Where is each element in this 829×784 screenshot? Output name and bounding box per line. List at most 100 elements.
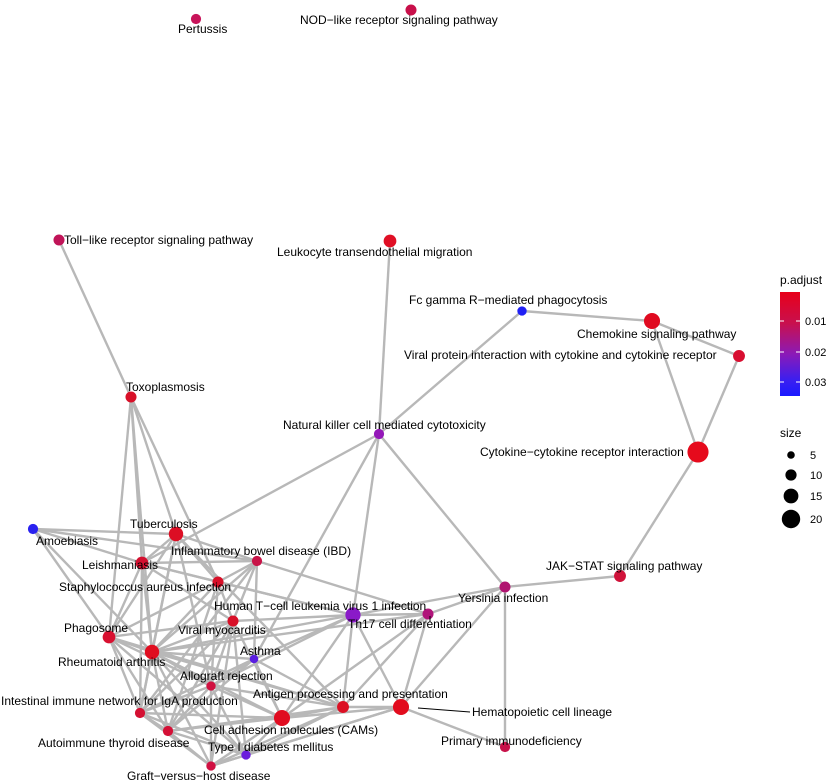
node-tuber <box>168 526 184 542</box>
legend-color-ticks: 0.010.020.03 <box>780 316 826 389</box>
node-label-phago: Phagosome <box>64 621 128 635</box>
node-label-viralmyo: Viral myocarditis <box>178 623 266 637</box>
edge-rheum-intest <box>138 651 154 714</box>
legend-color-tick-label: 0.03 <box>805 377 826 389</box>
node-label-t1d: Type I diabetes mellitus <box>208 740 333 754</box>
node-autoimm <box>162 725 174 737</box>
node-staph <box>212 576 224 588</box>
node-label-hemato: Hematopoietic cell lineage <box>472 705 612 719</box>
edge-nk-asthma <box>252 433 381 660</box>
edge-htlv-rheum <box>151 613 354 654</box>
edge-cam-gvhd <box>210 717 283 767</box>
edge-th17-antigen <box>342 613 429 708</box>
node-label-chemokine: Chemokine signaling pathway <box>577 327 736 341</box>
node-leuko <box>383 234 397 248</box>
edge-phago-autoimm <box>107 636 170 732</box>
node-label-amoeb: Amoebiasis <box>36 534 98 548</box>
edge-leish-viralmyo <box>141 561 234 623</box>
edge-htlv-th17 <box>352 612 429 617</box>
edge-amoeb-ibd <box>32 527 258 563</box>
node-nk <box>373 428 385 440</box>
node-nod <box>405 4 417 16</box>
node-label-yersinia: Yersinia infection <box>458 591 548 605</box>
edge-htlv-hemato <box>351 614 403 708</box>
edge-allograft-intest <box>139 684 212 715</box>
node-label-viralprot: Viral protein interaction with cytokine … <box>404 348 717 362</box>
edge-allograft-antigen <box>210 684 344 709</box>
edge-chemokine-viralprot <box>651 319 740 358</box>
node-label-th17: Th17 cell differentiation <box>348 617 472 631</box>
edge-toxo-staph <box>129 396 220 583</box>
edge-rheum-autoimm <box>150 651 170 732</box>
node-ibd <box>251 555 263 567</box>
node-htlv <box>345 607 361 623</box>
edge-staph-viralmyo <box>216 581 235 622</box>
node-antigen <box>337 701 349 713</box>
node-label-nod: NOD−like receptor signaling pathway <box>300 13 498 27</box>
node-fcgamma <box>517 306 527 316</box>
node-label-intest: Intestinal immune network for IgA produc… <box>1 694 238 708</box>
edge-yersinia-htlv <box>352 585 506 617</box>
edge-hemato-t1d <box>245 705 402 757</box>
edge-phago-intest <box>107 636 142 714</box>
node-phago <box>102 630 116 644</box>
edge-yersinia-th17 <box>427 585 506 616</box>
node-label-pertussis: Pertussis <box>178 22 227 36</box>
edge-chemokine-cytokine <box>650 320 700 453</box>
node-label-ibd: Inflammatory bowel disease (IBD) <box>171 544 351 558</box>
node-cytokine <box>687 441 709 463</box>
edge-toxo-phago <box>107 396 133 638</box>
node-leish <box>135 556 149 570</box>
edge-asthma-antigen <box>253 657 344 709</box>
edge-amoeb-leish <box>32 527 143 565</box>
node-chemokine <box>643 312 661 330</box>
node-label-fcgamma: Fc gamma R−mediated phagocytosis <box>409 293 607 307</box>
legend-size-label: 20 <box>810 514 822 526</box>
node-toxo <box>125 391 137 403</box>
edge-staph-htlv <box>217 580 354 617</box>
node-label-leuko: Leukocyte transendothelial migration <box>277 245 472 259</box>
edge-intest-t1d <box>139 711 247 757</box>
node-label-tuber: Tuberculosis <box>130 517 198 531</box>
node-amoeb <box>27 523 39 535</box>
node-label-allograft: Allograft rejection <box>180 669 273 683</box>
edge-jak-yersinia <box>504 574 621 589</box>
edge-staph-autoimm <box>166 581 220 732</box>
edge-viralmyo-intest <box>139 620 234 714</box>
node-viralmyo <box>227 615 239 627</box>
node-pertussis <box>190 13 202 25</box>
edge-t1d-gvhd <box>210 753 247 768</box>
legend-size-title: size <box>780 426 802 440</box>
edge-cytokine-jak <box>618 451 700 577</box>
edge-ibd-rheum <box>151 560 258 653</box>
node-label-primary: Primary immunodeficiency <box>441 734 582 748</box>
edge-yersinia-hemato <box>400 586 506 708</box>
edge-cam-t1d <box>245 717 283 756</box>
edge-toxo-rheum <box>129 396 154 653</box>
node-jak <box>614 570 626 582</box>
edge-viralmyo-allograft <box>209 620 235 687</box>
node-viralprot <box>733 350 745 362</box>
node-allograft <box>206 681 216 691</box>
node-label-nk: Natural killer cell mediated cytotoxicit… <box>283 418 486 432</box>
edge-tuber-leish <box>141 533 177 564</box>
node-yersinia <box>499 581 511 593</box>
node-label-rheum: Rheumatoid arthritis <box>58 655 165 669</box>
node-intest <box>134 707 146 719</box>
edge-amoeb-tuber <box>32 527 177 536</box>
node-label-gvhd: Graft−versus−host disease <box>127 769 271 783</box>
node-label-cam: Cell adhesion molecules (CAMs) <box>204 723 378 737</box>
edge-amoeb-phago <box>32 528 110 638</box>
edge-tuber-ibd <box>175 532 258 563</box>
legend-size-dot <box>787 451 795 459</box>
edge-htlv-antigen <box>341 614 355 708</box>
edge-htlv-viralmyo <box>232 613 354 623</box>
edge-rheum-antigen <box>151 650 344 709</box>
edge-ibd-leish <box>141 559 258 565</box>
edge-hemato-primary <box>400 705 506 749</box>
edge-viralprot-cytokine <box>696 355 741 453</box>
edge-viralmyo-t1d <box>231 620 248 756</box>
node-th17 <box>422 608 434 620</box>
